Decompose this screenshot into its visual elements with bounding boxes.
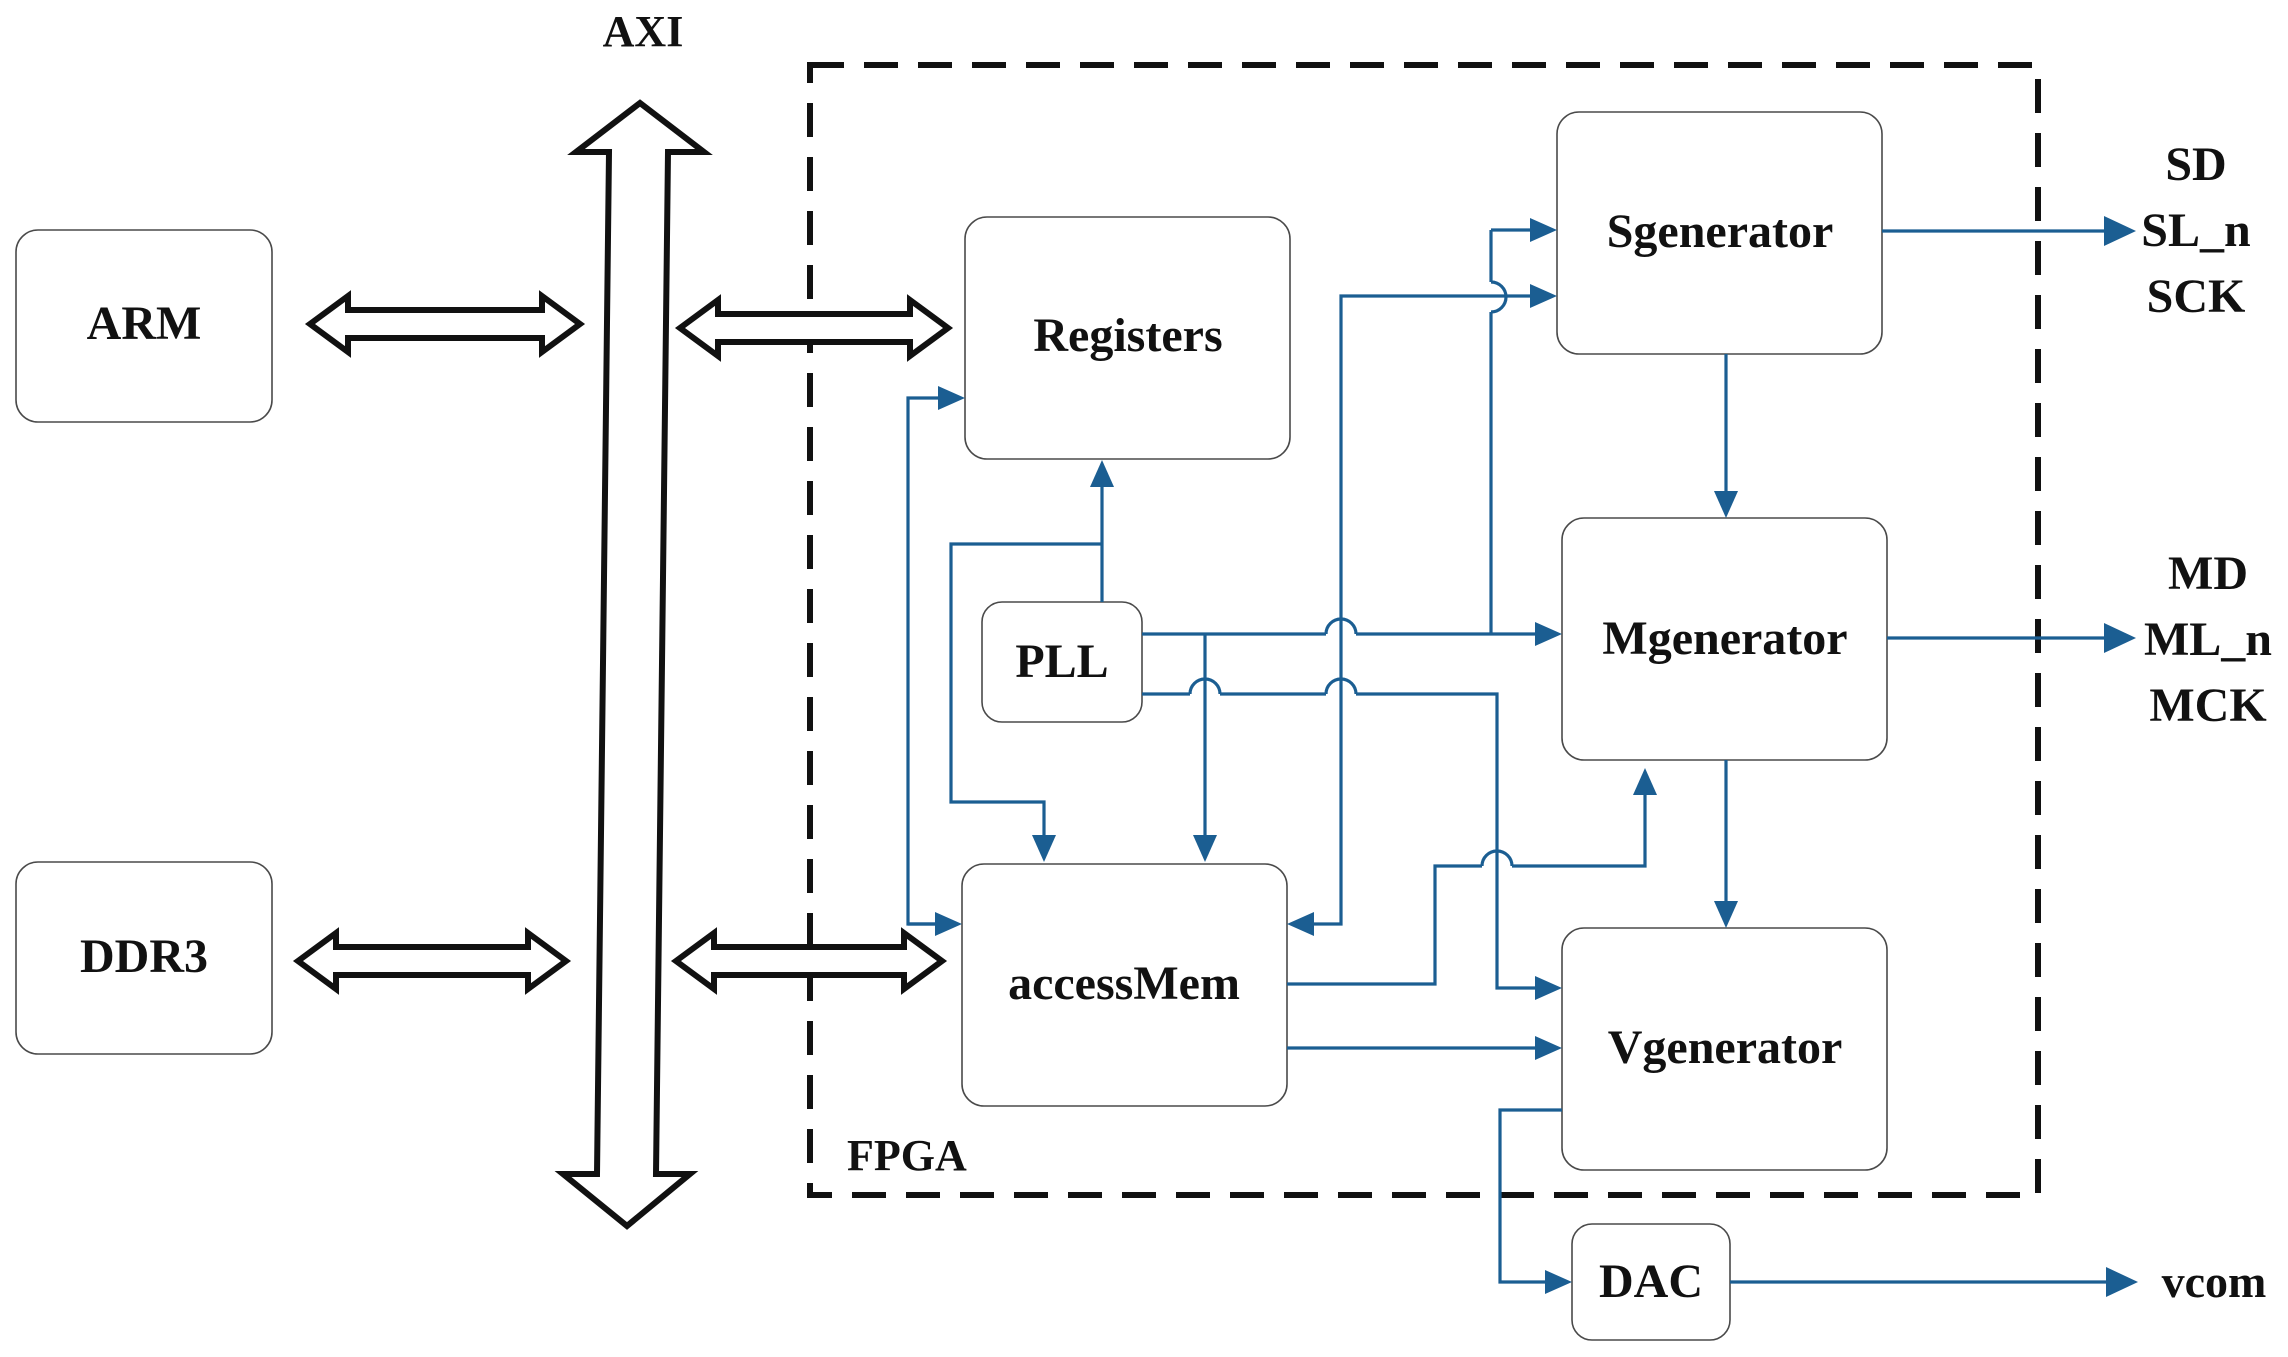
ddr3-label: DDR3: [80, 930, 208, 983]
arrowhead-vgen-in-1: [1535, 976, 1562, 1000]
arrowhead-dac-in: [1545, 1270, 1572, 1294]
fpga-label: FPGA: [847, 1131, 967, 1180]
mgenerator-block: Mgenerator: [1561, 517, 1888, 761]
axi-bus-arrow: [554, 99, 713, 1230]
accessmem-block: accessMem: [961, 863, 1288, 1107]
arrowhead-mgen-bottom-in: [1633, 768, 1657, 795]
arrowhead-accessmem-top-1: [1032, 835, 1056, 862]
dac-label: DAC: [1599, 1255, 1703, 1308]
registers-label: Registers: [1033, 309, 1222, 362]
wire-accessmem-to-registers: [906, 396, 945, 926]
dac-block: DAC: [1571, 1223, 1731, 1341]
output-label-sl-n: SL_n: [2141, 204, 2250, 257]
arrowhead-accessmem-right-in: [1287, 912, 1314, 936]
wire-accessmem-to-mgen-2: [1512, 790, 1647, 868]
axi-accessmem-link-arrow: [670, 927, 948, 995]
accessmem-label: accessMem: [1008, 957, 1240, 1010]
vgenerator-block: Vgenerator: [1561, 927, 1888, 1171]
output-label-ml-n: ML_n: [2144, 613, 2272, 666]
arrowhead-vgen-in-2: [1535, 1036, 1562, 1060]
arrowhead-accessmem-top-2: [1193, 835, 1217, 862]
output-label-vcom: vcom: [2162, 1256, 2267, 1307]
output-label-md: MD: [2168, 547, 2248, 600]
output-label-mck: MCK: [2149, 679, 2266, 732]
arrowhead-sgen-in-2: [1530, 284, 1557, 308]
sgenerator-label: Sgenerator: [1607, 205, 1834, 258]
ddr3-axi-link-arrow: [292, 927, 572, 995]
arrowhead-registers-left: [938, 386, 965, 410]
pll-label: PLL: [1015, 635, 1108, 688]
wire-pll-second-to-vgenerator: [1356, 692, 1538, 990]
arrowhead-dac-out: [2106, 1267, 2138, 1297]
signal-wires: [906, 228, 2108, 1284]
fpga-boundary: [807, 62, 2041, 1198]
axi-registers-link-arrow: [674, 294, 954, 362]
axi-label: AXI: [603, 7, 684, 56]
arrowhead-mgen-top-in: [1714, 491, 1738, 518]
output-label-sck: SCK: [2147, 270, 2246, 323]
mgenerator-label: Mgenerator: [1602, 612, 1847, 665]
sgenerator-block: Sgenerator: [1556, 111, 1883, 355]
wire-accessmem-to-mgen-1: [1287, 864, 1482, 986]
output-label-sd: SD: [2165, 138, 2226, 191]
wire-pll-branch-accessmem: [949, 542, 1102, 838]
arrowhead-mgen-out: [2104, 623, 2136, 653]
wire-hop-5: [1480, 849, 1514, 867]
ddr3-block: DDR3: [15, 861, 273, 1055]
wire-hop-4: [1490, 280, 1508, 314]
vgenerator-label: Vgenerator: [1608, 1021, 1843, 1074]
pll-block: PLL: [981, 601, 1143, 723]
arrowhead-accessmem-left: [935, 912, 962, 936]
arrowhead-mgen-in: [1535, 622, 1562, 646]
arm-axi-link-arrow: [304, 290, 586, 358]
registers-block: Registers: [964, 216, 1291, 460]
wire-vgen-to-dac: [1498, 1108, 1562, 1284]
arrowhead-registers-bottom: [1090, 460, 1114, 487]
arrowhead-vgen-top-in: [1714, 901, 1738, 928]
arrowhead-sgen-out: [2104, 216, 2136, 246]
wire-feeder-to-sgenerator: [1305, 294, 1538, 926]
signal-arrowheads: [935, 216, 2138, 1297]
arrowhead-sgen-in-1: [1530, 218, 1557, 242]
arm-block: ARM: [15, 229, 273, 423]
arm-label: ARM: [87, 297, 202, 350]
